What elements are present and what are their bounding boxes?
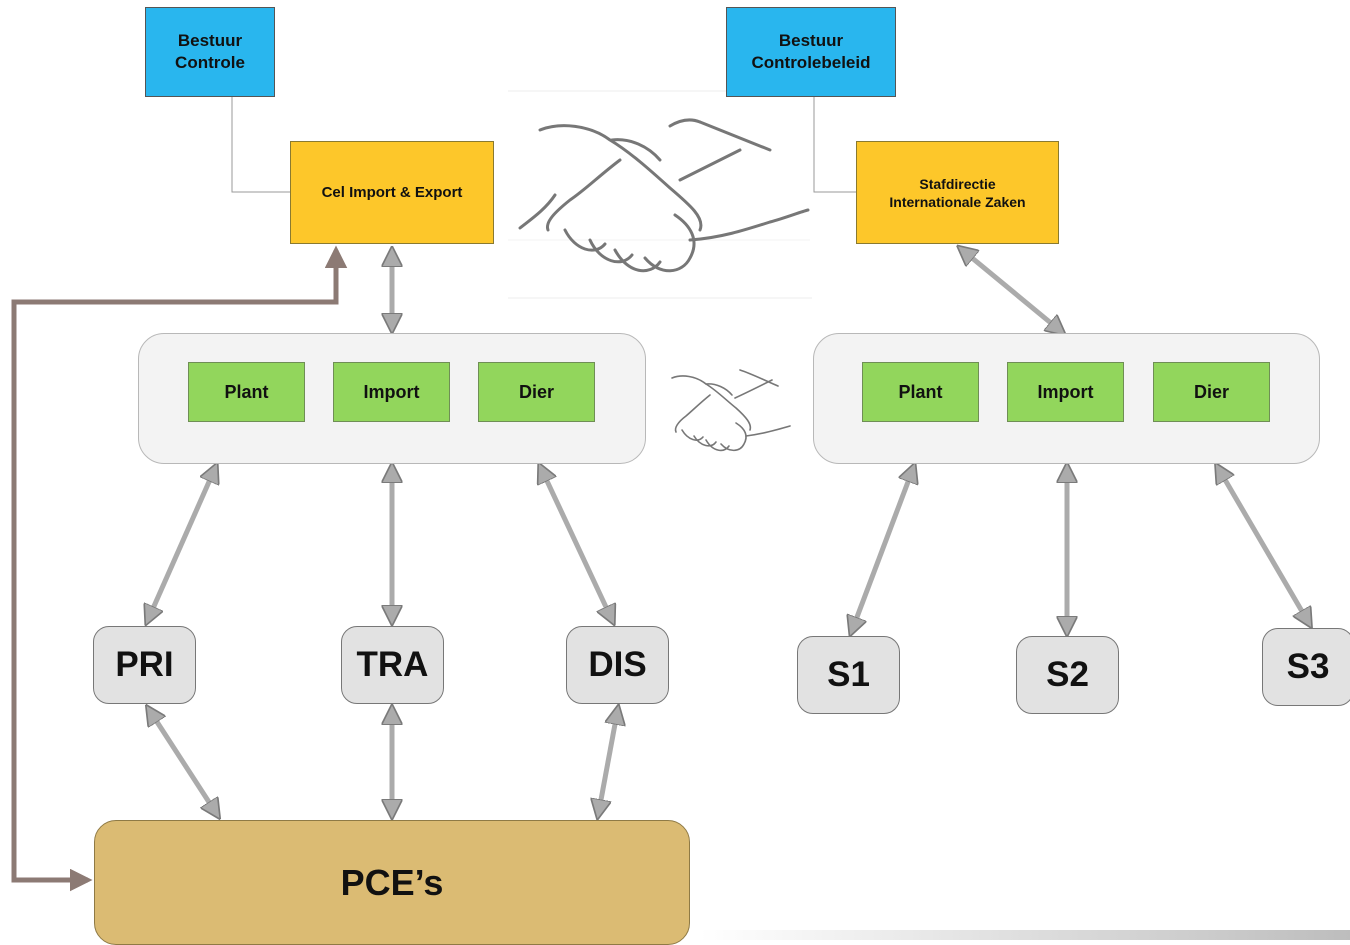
node-tra: TRA xyxy=(341,626,444,704)
arrow-panel-to-s3 xyxy=(1217,466,1310,625)
node-s3-label: S3 xyxy=(1286,647,1330,686)
left-panel-dier-label: Dier xyxy=(518,381,554,402)
right-panel-dier: Dier xyxy=(1153,362,1270,422)
right-panel-import: Import xyxy=(1007,362,1124,422)
node-dis: DIS xyxy=(566,626,669,704)
arrow-stafdirectie-to-right-panel xyxy=(960,248,1063,333)
right-panel-import-label: Import xyxy=(1037,381,1094,402)
bestuur-controlebeleid-line1: Bestuur xyxy=(778,31,844,50)
stafdirectie-line1: Stafdirectie xyxy=(919,175,996,192)
arrow-pri-to-pce xyxy=(148,708,218,816)
bestuur-controlebeleid-line2: Controlebeleid xyxy=(751,53,871,72)
handshake-small-icon xyxy=(662,360,810,452)
node-s2: S2 xyxy=(1016,636,1119,714)
arrow-dis-to-pce xyxy=(598,708,618,816)
cel-import-export-box: Cel Import & Export xyxy=(290,141,494,244)
arrow-panel-to-pri xyxy=(147,466,216,622)
left-panel-plant-label: Plant xyxy=(224,381,269,402)
right-panel-plant-label: Plant xyxy=(898,381,943,402)
bestuur-controle-line2: Controle xyxy=(175,53,245,72)
node-dis-label: DIS xyxy=(588,645,647,684)
line-bestuur-controlebeleid-to-stafdirectie xyxy=(813,97,857,193)
node-s1: S1 xyxy=(797,636,900,714)
left-panel-import: Import xyxy=(333,362,450,422)
stafdirectie-line2: Internationale Zaken xyxy=(889,193,1026,210)
feedback-arrow-pce-to-cel xyxy=(11,245,348,892)
bestuur-controle-box: Bestuur Controle xyxy=(145,7,275,97)
line-bestuur-controle-to-cel xyxy=(231,97,291,193)
node-s3: S3 xyxy=(1262,628,1350,706)
stafdirectie-box: Stafdirectie Internationale Zaken xyxy=(856,141,1059,244)
node-pri-label: PRI xyxy=(115,645,174,684)
handshake-large-icon xyxy=(508,90,812,300)
node-s1-label: S1 xyxy=(827,655,870,694)
right-panel-plant: Plant xyxy=(862,362,979,422)
node-tra-label: TRA xyxy=(356,645,429,684)
left-panel-dier: Dier xyxy=(478,362,595,422)
pce-label: PCE’s xyxy=(340,861,444,903)
right-panel-dier-label: Dier xyxy=(1193,381,1229,402)
cel-import-export-label: Cel Import & Export xyxy=(321,184,463,201)
bestuur-controle-line1: Bestuur xyxy=(177,31,243,50)
arrow-panel-to-s1 xyxy=(851,466,914,633)
arrow-panel-to-dis xyxy=(540,466,613,622)
node-s2-label: S2 xyxy=(1046,655,1089,694)
node-pri: PRI xyxy=(93,626,196,704)
bottom-gradient-bar xyxy=(700,930,1350,940)
bestuur-controlebeleid-box: Bestuur Controlebeleid xyxy=(726,7,896,97)
pce-box: PCE’s xyxy=(94,820,690,945)
left-panel-import-label: Import xyxy=(363,381,420,402)
left-panel-plant: Plant xyxy=(188,362,305,422)
